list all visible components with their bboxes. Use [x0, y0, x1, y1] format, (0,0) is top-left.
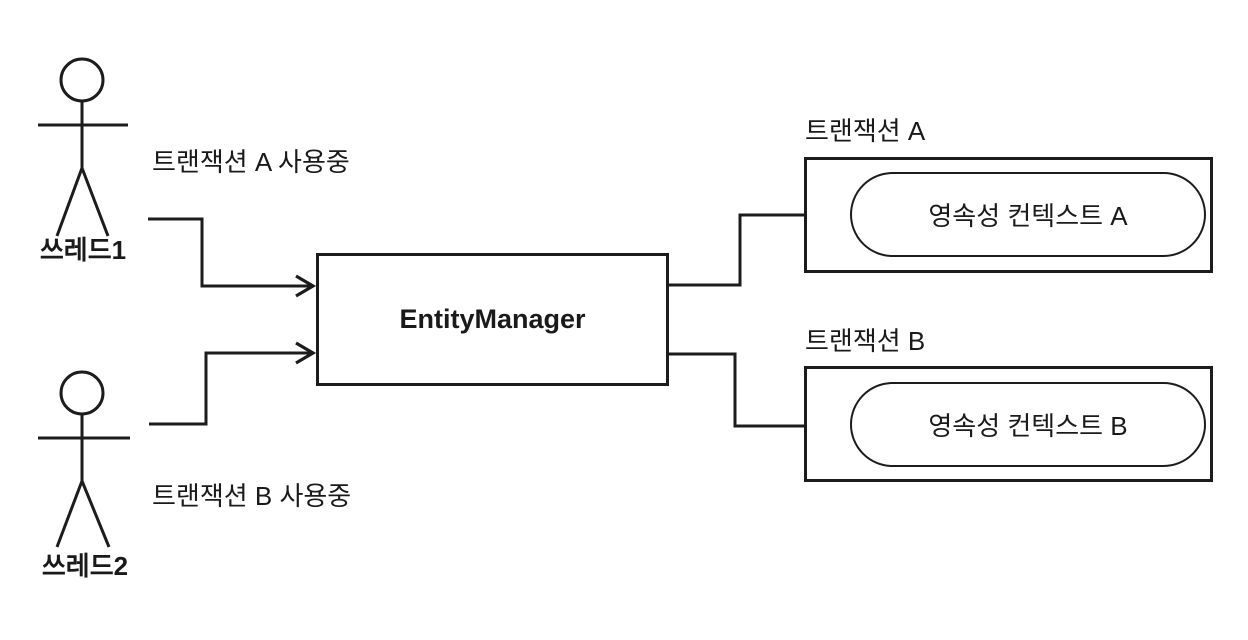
actor-thread2-label: 쓰레드2: [41, 551, 129, 581]
connector-line: [149, 351, 311, 426]
entity-manager-box: EntityManager: [316, 253, 669, 386]
thread1-status-label: 트랜잭션 A 사용중: [152, 147, 350, 177]
connector-thread1-to-entitymanager: [148, 217, 317, 298]
persistence-context-a-node: 영속성 컨텍스트 A: [850, 172, 1206, 257]
actor-thread2-leg-right: [80, 480, 111, 548]
connector-line: [669, 213, 844, 287]
actor-thread1-leg-right: [80, 167, 110, 237]
actor-thread1-head: [59, 57, 105, 103]
connector-line: [669, 352, 844, 428]
connector-thread2-to-entitymanager: [149, 341, 317, 426]
transaction-b-title: 트랜잭션 B: [805, 326, 926, 356]
actor-thread2-icon: [38, 370, 130, 548]
transaction-a-title: 트랜잭션 A: [805, 116, 926, 146]
persistence-context-b-label: 영속성 컨텍스트 B: [928, 411, 1128, 441]
actor-thread1-leg-left: [55, 167, 84, 237]
arrowhead-icon: [295, 274, 317, 298]
actor-thread1-label: 쓰레드1: [39, 235, 127, 265]
persistence-context-a-label: 영속성 컨텍스트 A: [928, 201, 1128, 231]
thread2-status-label: 트랜잭션 B 사용중: [152, 481, 352, 511]
arrowhead-icon: [295, 341, 317, 365]
entity-manager-label: EntityManager: [399, 304, 586, 334]
actor-thread2-head: [59, 370, 105, 416]
persistence-context-b-node: 영속성 컨텍스트 B: [850, 382, 1206, 467]
connector-line: [148, 217, 311, 288]
actor-thread2-leg-left: [55, 480, 84, 548]
actor-thread1-icon: [38, 57, 128, 237]
